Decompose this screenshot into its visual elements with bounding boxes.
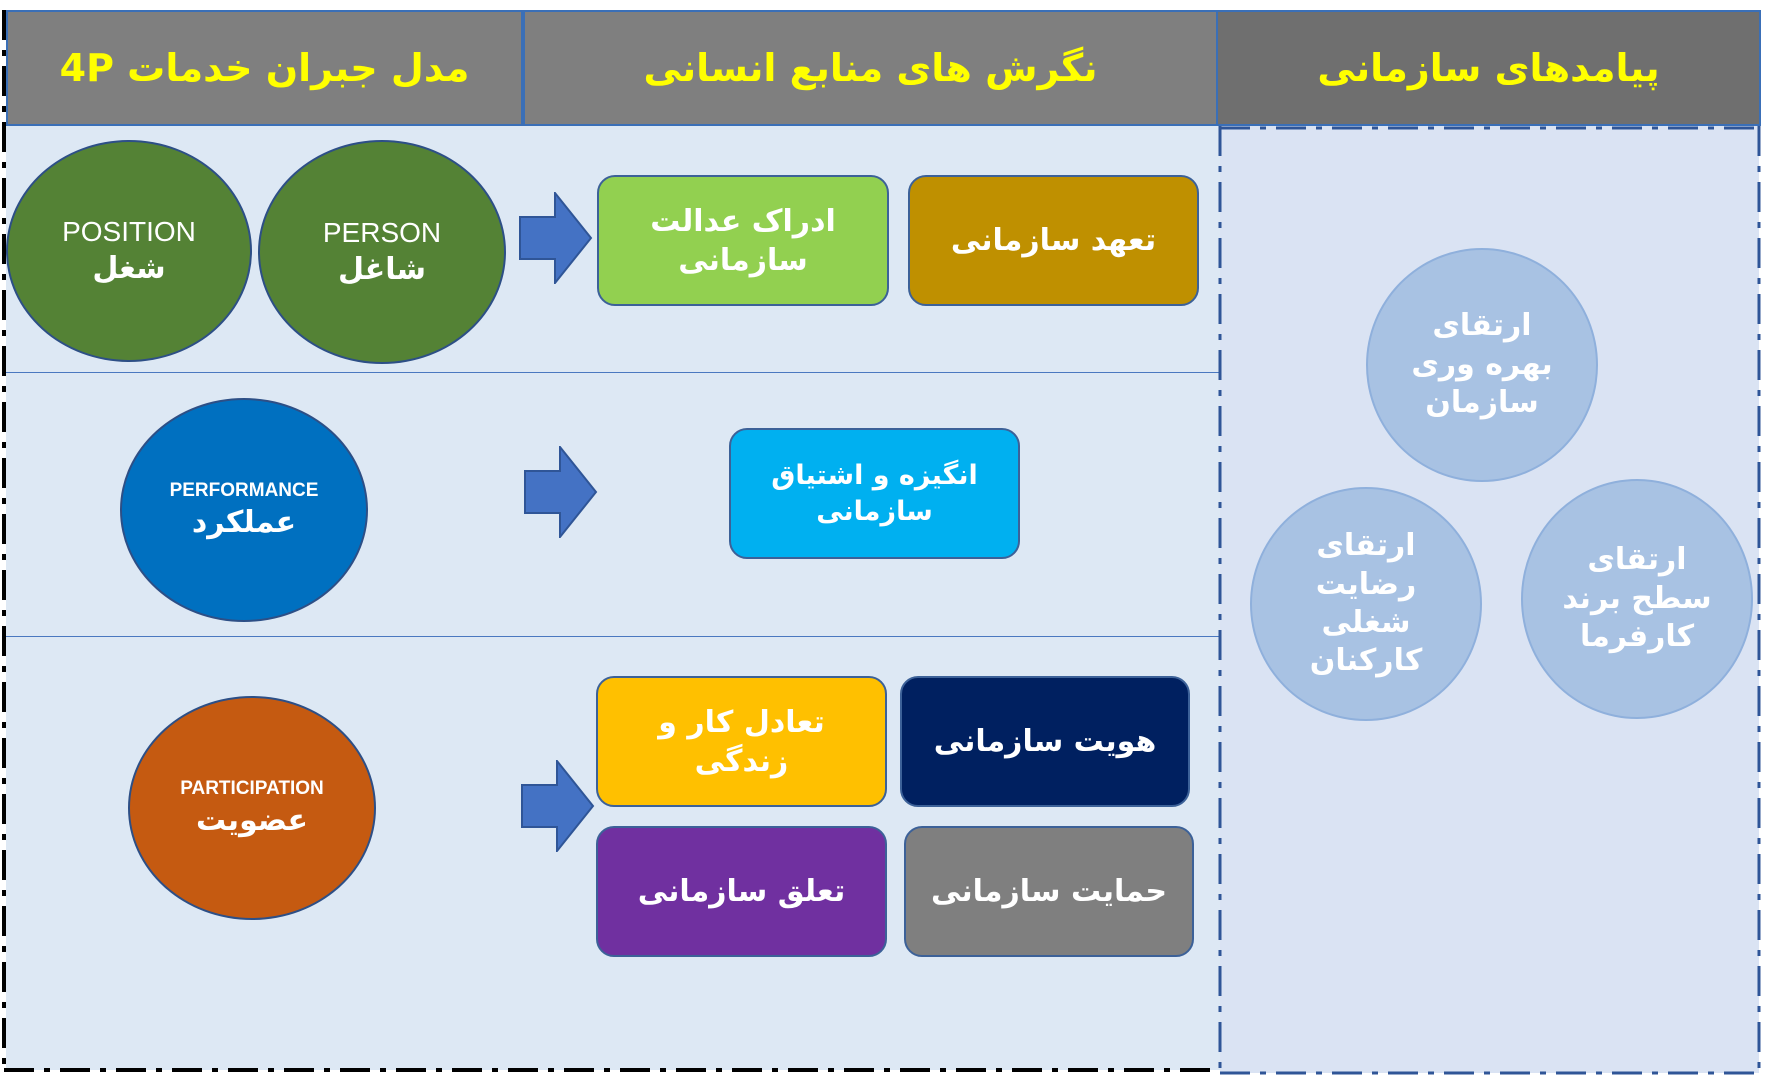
motivation-label: انگیزه و اشتیاق سازمانی (771, 460, 978, 527)
employer-brand-circle: ارتقای سطح برند کارفرما (1521, 479, 1753, 719)
satisfaction-circle: ارتقای رضایت شغلی کارکنان (1250, 487, 1482, 721)
satisfaction-line-4: کارکنان (1309, 643, 1423, 679)
commitment-label: تعهد سازمانی (950, 223, 1157, 258)
participation-en: PARTICIPATION (180, 777, 324, 799)
identity-box: هویت سازمانی (900, 676, 1190, 807)
work-life-balance-box: تعادل کار و زندگی (596, 676, 887, 807)
position-en: POSITION (62, 215, 196, 247)
header-outcomes-label: پیامدهای سازمانی (1317, 46, 1660, 90)
performance-en: PERFORMANCE (169, 479, 319, 501)
header-hr-attitudes: نگرش های منابع انسانی (523, 10, 1218, 126)
row-divider-2 (6, 636, 1220, 637)
participation-ellipse: PARTICIPATION عضویت (128, 696, 376, 920)
productivity-line-3: سازمان (1425, 385, 1539, 421)
person-ellipse: PERSON شاغل (258, 140, 506, 364)
belonging-box: تعلق سازمانی (596, 826, 887, 957)
satisfaction-line-3: شغلی (1321, 605, 1411, 640)
performance-fa: عملکرد (191, 504, 297, 540)
support-label: حمایت سازمانی (931, 874, 1167, 909)
employer-brand-line-3: کارفرما (1579, 619, 1695, 655)
satisfaction-line-2: رضایت (1315, 566, 1417, 602)
position-ellipse: POSITION شغل (6, 140, 252, 362)
person-fa: شاغل (337, 251, 427, 287)
belonging-label: تعلق سازمانی (637, 874, 846, 909)
header-model: مدل جبران خدمات 4P (6, 10, 523, 126)
motivation-box: انگیزه و اشتیاق سازمانی (729, 428, 1020, 559)
satisfaction-line-1: ارتقای (1316, 528, 1416, 564)
row-divider-1 (6, 372, 1220, 373)
employer-brand-line-1: ارتقای (1587, 542, 1687, 578)
arrow-row-3 (521, 760, 595, 852)
productivity-circle: ارتقای بهره وری سازمان (1366, 248, 1598, 482)
arrow-row-1 (519, 192, 593, 284)
header-hr-attitudes-label: نگرش های منابع انسانی (643, 46, 1098, 90)
position-fa: شغل (92, 250, 166, 286)
justice-box: ادراک عدالت سازمانی (597, 175, 889, 306)
participation-fa: عضویت (196, 802, 308, 838)
identity-label: هویت سازمانی (933, 724, 1157, 759)
justice-line-1: ادراک عدالت (650, 203, 836, 239)
header-outcomes: پیامدهای سازمانی (1216, 10, 1761, 126)
employer-brand-line-2: سطح برند (1562, 580, 1712, 616)
person-en: PERSON (322, 216, 442, 248)
productivity-line-1: ارتقای (1432, 308, 1532, 344)
justice-line-2: سازمانی (678, 242, 808, 278)
header-model-label: مدل جبران خدمات 4P (59, 46, 470, 90)
arrow-row-2 (524, 446, 598, 538)
performance-ellipse: PERFORMANCE عملکرد (120, 398, 368, 622)
support-box: حمایت سازمانی (904, 826, 1194, 957)
commitment-box: تعهد سازمانی (908, 175, 1199, 306)
work-life-balance-label: تعادل کار و زندگی (658, 704, 825, 779)
productivity-line-2: بهره وری (1411, 346, 1553, 382)
